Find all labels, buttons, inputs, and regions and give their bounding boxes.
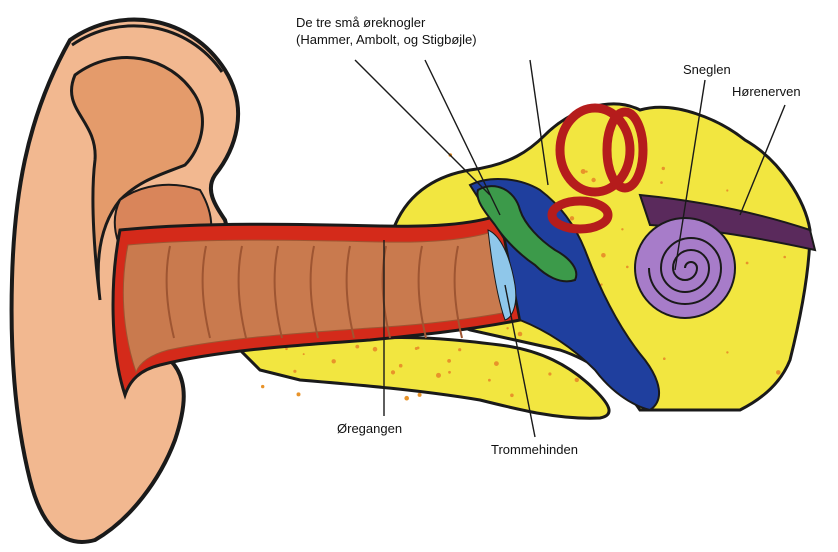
bone-speckle (626, 266, 629, 269)
ear-canal-label: Øregangen (337, 420, 402, 437)
bone-speckle (586, 171, 588, 173)
bone-speckle (601, 253, 606, 258)
bone-speckle (261, 385, 264, 388)
auditory-nerve-label: Hørenerven (732, 83, 801, 100)
bone-speckle (355, 345, 359, 349)
bone-speckle (581, 169, 586, 174)
bone-speckle (726, 351, 728, 353)
bone-speckle (494, 361, 499, 366)
bone-speckle (548, 372, 551, 375)
bone-speckle (746, 262, 749, 265)
bone-speckle (293, 370, 296, 373)
bone-speckle (399, 364, 403, 368)
bone-speckle (726, 189, 728, 191)
bone-speckle (575, 378, 579, 382)
bone-speckle (621, 228, 623, 230)
ossicles-label: De tre små øreknogler (Hammer, Ambolt, o… (296, 14, 477, 48)
bone-speckle (662, 167, 665, 170)
bone-speckle (458, 348, 461, 351)
bone-speckle (418, 393, 422, 397)
bone-speckle (488, 379, 491, 382)
bone-speckle (660, 181, 663, 184)
bone-speckle (506, 327, 508, 329)
cochlea (635, 218, 735, 318)
bone-speckle (415, 347, 418, 350)
bone-speckle (404, 396, 409, 401)
eardrum-label: Trommehinden (491, 441, 578, 458)
bone-speckle (448, 371, 451, 374)
bone-speckle (447, 359, 451, 363)
ossicles-label-line2: (Hammer, Ambolt, og Stigbøjle) (296, 31, 477, 48)
bone-speckle (783, 256, 786, 259)
bone-speckle (570, 216, 574, 220)
cochlea-label: Sneglen (683, 61, 731, 78)
ossicles-label-line1: De tre små øreknogler (296, 14, 477, 31)
leader-ossicles-1 (355, 60, 490, 195)
bone-speckle (776, 370, 781, 375)
bone-speckle (373, 347, 378, 352)
bone-speckle (332, 359, 336, 363)
bone-speckle (436, 373, 441, 378)
bone-speckle (303, 353, 305, 355)
bone-speckle (391, 370, 395, 374)
bone-speckle (297, 392, 301, 396)
bone-speckle (591, 178, 595, 182)
bone-speckle (510, 394, 514, 398)
bone-speckle (518, 332, 523, 337)
bone-speckle (663, 357, 666, 360)
